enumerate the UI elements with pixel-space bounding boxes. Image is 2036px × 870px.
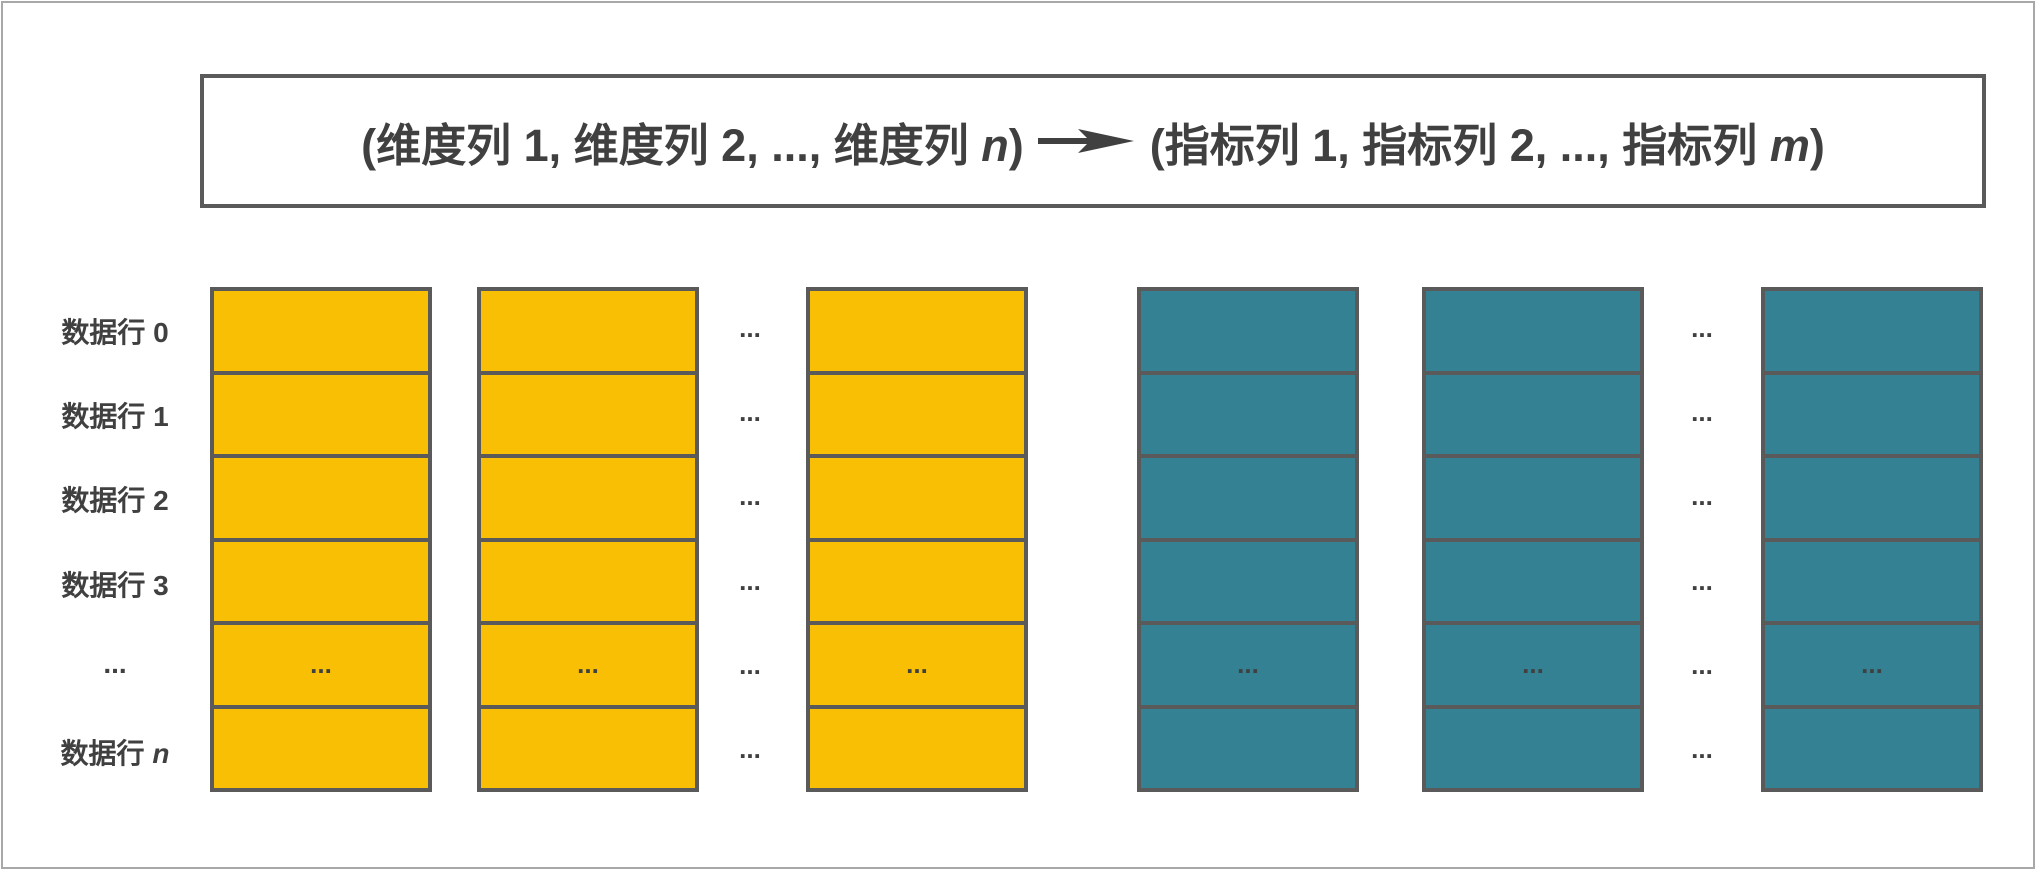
dimension-tuple-close: ) [1008,119,1024,171]
column-ellipsis: ... [739,397,761,428]
metric-column-cell [1141,374,1355,458]
column-ellipsis: ... [1691,397,1713,428]
dimension-column-cell [214,541,428,625]
column-ellipsis: ... [739,733,761,764]
dimension-column-cell [214,374,428,458]
dimension-column-cell [214,291,428,375]
metric-column-cell [1765,541,1979,625]
dimension-column-cell [810,708,1024,788]
row-label: 数据行 1 [30,395,200,435]
row-label: ... [30,648,200,680]
dimension-column-cell [481,291,695,375]
metric-column-cell: ... [1426,625,1640,709]
metric-tuple-close: ) [1809,119,1825,171]
dimension-column-cell [481,541,695,625]
row-label-text: 数据行 1 [61,401,169,433]
row-label-text: 数据行 [60,737,153,769]
dimension-tuple-text: (维度列 1, 维度列 2, ..., 维度列 [361,119,982,171]
dimension-tuple: (维度列 1, 维度列 2, ..., 维度列 n) [361,109,1024,174]
column-ellipsis: ... [1691,313,1713,344]
dimension-column-cell: ... [810,625,1024,709]
metric-column: ... [1761,287,1983,792]
metric-column-cell [1765,458,1979,542]
column-ellipsis: ... [1691,733,1713,764]
metric-column: ... [1137,287,1359,792]
dimension-column-cell [810,374,1024,458]
dimension-column-cell [481,458,695,542]
dimension-column-cell: ... [481,625,695,709]
metric-column-cell [1765,708,1979,788]
metric-column-cell [1426,708,1640,788]
dimension-column: ... [210,287,432,792]
row-label: 数据行 3 [30,564,200,604]
column-ellipsis: ... [739,313,761,344]
column-ellipsis: ... [1691,565,1713,596]
column-ellipsis: ... [739,481,761,512]
column-ellipsis: ... [1691,481,1713,512]
row-label: 数据行 n [30,732,200,772]
dimension-column-cell [214,708,428,788]
row-label: 数据行 2 [30,479,200,519]
row-label: 数据行 0 [30,311,200,351]
row-label-var: n [152,737,170,769]
metric-column-cell: ... [1765,625,1979,709]
row-label-text: 数据行 2 [61,485,169,517]
metric-column-cell [1141,291,1355,375]
mapping-header: (维度列 1, 维度列 2, ..., 维度列 n) (指标列 1, 指标列 2… [200,74,1986,208]
dimension-column-cell [810,541,1024,625]
metric-column-cell [1426,291,1640,375]
metric-count-var: m [1769,119,1810,171]
dimension-column-cell: ... [214,625,428,709]
metric-column-cell [1426,541,1640,625]
metric-column-cell [1426,374,1640,458]
dimension-column-cell [810,458,1024,542]
metric-tuple-text: (指标列 1, 指标列 2, ..., 指标列 [1149,119,1770,171]
metric-column-cell [1426,458,1640,542]
dimension-column-cell [481,374,695,458]
metric-column-cell [1765,374,1979,458]
column-ellipsis: ... [1691,649,1713,680]
metric-column-cell [1141,458,1355,542]
dimension-count-var: n [981,119,1009,171]
dimension-column: ... [806,287,1028,792]
dimension-column-cell [214,458,428,542]
row-label-text: ... [103,647,127,679]
arrow-right-icon [1037,126,1136,156]
metric-column: ... [1422,287,1644,792]
row-label-text: 数据行 0 [61,317,169,349]
column-ellipsis: ... [739,649,761,680]
dimension-column-cell [481,708,695,788]
row-label-text: 数据行 3 [61,569,169,601]
metric-column-cell [1765,291,1979,375]
metric-column-cell: ... [1141,625,1355,709]
metric-tuple: (指标列 1, 指标列 2, ..., 指标列 m) [1150,109,1825,174]
dimension-column-cell [810,291,1024,375]
metric-column-cell [1141,708,1355,788]
column-ellipsis: ... [739,565,761,596]
metric-column-cell [1141,541,1355,625]
dimension-column: ... [477,287,699,792]
